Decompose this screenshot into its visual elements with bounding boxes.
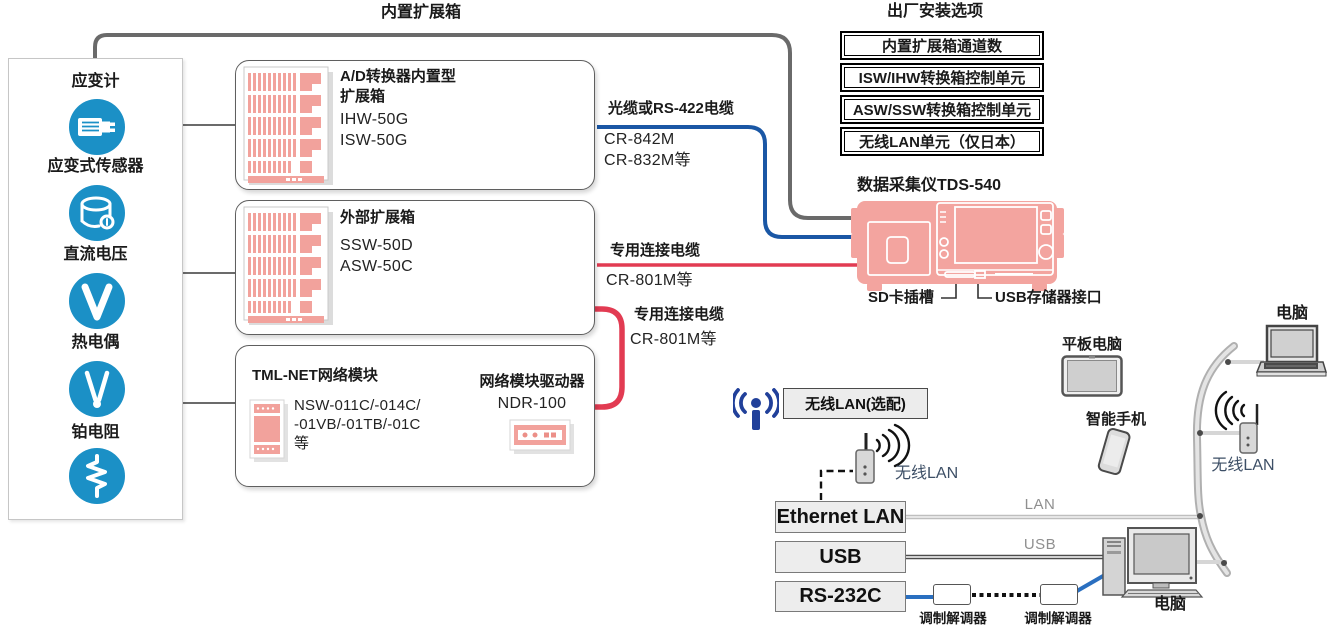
network-module-icon (249, 399, 288, 462)
desktop-label: 电脑 (1153, 596, 1186, 613)
ethernet-lan-box: Ethernet LAN (775, 501, 906, 533)
sensor-platinum-rtd-label: 铂电阻 (71, 424, 120, 441)
thermocouple-icon (69, 361, 125, 417)
optical-cable-line (597, 125, 860, 239)
tmlnet-box: TML-NET网络模块 NSW-011C/-014C/ -01VB/-01TB/… (235, 345, 595, 487)
modem-1-icon (933, 584, 971, 605)
laptop-icon (1255, 324, 1327, 377)
platinum-rtd-icon (69, 448, 125, 504)
data-logger-icon (851, 201, 1064, 291)
external-box-title: 外部扩展箱 (340, 209, 416, 226)
builtin-expansion-cable-line (93, 33, 860, 220)
tmlnet-box-title: TML-NET网络模块 (252, 367, 378, 384)
external-expansion-box: 外部扩展箱 SSW-50D ASW-50C (235, 200, 595, 335)
factory-option-1-label: 内置扩展箱通道数 (844, 35, 1040, 56)
external-box-model-2: ASW-50C (340, 258, 413, 275)
router-dashed-line (819, 469, 853, 500)
sd-callout-line (941, 282, 957, 299)
adc-box-model-2: ISW-50G (340, 132, 408, 149)
wireless-router-icon (855, 423, 911, 484)
sensor-strain-gauge-label: 应变计 (71, 73, 120, 90)
expansion-rack-icon (243, 206, 333, 325)
factory-option-4-label: 无线LAN单元（仅日本） (844, 131, 1040, 152)
tmlnet-model-line2: -01VB/-01TB/-01C (294, 416, 421, 433)
dedicated-cable-model: CR-801M等 (606, 272, 693, 289)
usb-box: USB (775, 541, 906, 573)
wireless-ap-icon (1214, 390, 1259, 454)
sensor-thermocouple-label: 热电偶 (71, 334, 120, 351)
usb-storage-label: USB存储器接口 (995, 289, 1102, 306)
optical-cable-model-2: CR-832M等 (604, 152, 691, 169)
tmlnet-model-line1: NSW-011C/-014C/ (294, 397, 421, 414)
ap-wlan-label: 无线LAN (1211, 457, 1275, 474)
modem-1-label: 调制解调器 (919, 611, 987, 626)
logger-title: 数据采集仪TDS-540 (857, 177, 1002, 194)
optical-cable-model-1: CR-842M (604, 131, 675, 148)
lan-line-label: LAN (1024, 496, 1056, 513)
tablet-label: 平板电脑 (1061, 336, 1122, 353)
sensor-connector-stubs (183, 124, 236, 404)
adc-box-model-1: IHW-50G (340, 111, 409, 128)
factory-option-2: ISW/IHW转换箱控制单元 (840, 63, 1044, 92)
tablet-icon (1061, 355, 1123, 397)
tmlnet-model-line3: 等 (294, 435, 310, 452)
wlan-option-box: 无线LAN(选配) (783, 388, 928, 419)
usb-line-label: USB (1023, 536, 1057, 553)
factory-option-3-label: ASW/SSW转换箱控制单元 (844, 99, 1040, 120)
factory-option-3: ASW/SSW转换箱控制单元 (840, 95, 1044, 124)
rs232c-box: RS-232C (775, 581, 906, 612)
router-wlan-label: 无线LAN (895, 465, 959, 482)
sensor-dc-voltage-label: 直流电压 (63, 246, 128, 263)
builtin-expansion-title: 内置扩展箱 (380, 4, 461, 21)
sensor-panel: 应变计 应变式传感器 直流电压 热电偶 (8, 58, 183, 520)
sensor-load-cell-label: 应变式传感器 (47, 158, 144, 175)
desktop-computer-icon (1102, 527, 1204, 598)
adc-expansion-box: A/D转换器内置型 扩展箱 IHW-50G ISW-50G (235, 60, 595, 190)
module-driver-model: NDR-100 (497, 395, 567, 412)
adc-box-title-line2: 扩展箱 (340, 88, 386, 105)
adc-box-title-line1: A/D转换器内置型 (340, 68, 456, 85)
module-driver-title: 网络模块驱动器 (479, 373, 585, 390)
expansion-rack-icon (243, 66, 333, 185)
strain-gauge-icon (69, 99, 125, 155)
modem-2-label: 调制解调器 (1024, 611, 1092, 626)
wifi-icon (733, 388, 779, 430)
external-box-model-1: SSW-50D (340, 237, 413, 254)
factory-option-1: 内置扩展箱通道数 (840, 31, 1044, 60)
dedicated-cable-u-line (588, 306, 625, 410)
dedicated-cable-label: 专用连接电缆 (610, 242, 701, 259)
smartphone-icon (1097, 428, 1131, 476)
factory-option-2-label: ISW/IHW转换箱控制单元 (844, 67, 1040, 88)
usb-callout-line (977, 282, 992, 299)
factory-options-title: 出厂安装选项 (886, 3, 983, 20)
dc-voltage-icon (69, 273, 125, 329)
dedicated-cable-2-model: CR-801M等 (630, 331, 717, 348)
module-driver-icon (509, 419, 574, 454)
smartphone-label: 智能手机 (1085, 411, 1146, 428)
laptop-label: 电脑 (1275, 305, 1308, 322)
arc-node-dots (1197, 359, 1231, 566)
sd-slot-label: SD卡插槽 (868, 289, 934, 306)
factory-option-4: 无线LAN单元（仅日本） (840, 127, 1044, 156)
dedicated-cable-2-label: 专用连接电缆 (634, 306, 725, 323)
optical-cable-label: 光缆或RS-422电缆 (608, 100, 734, 117)
modem-2-icon (1040, 584, 1078, 605)
load-cell-icon (69, 185, 125, 241)
